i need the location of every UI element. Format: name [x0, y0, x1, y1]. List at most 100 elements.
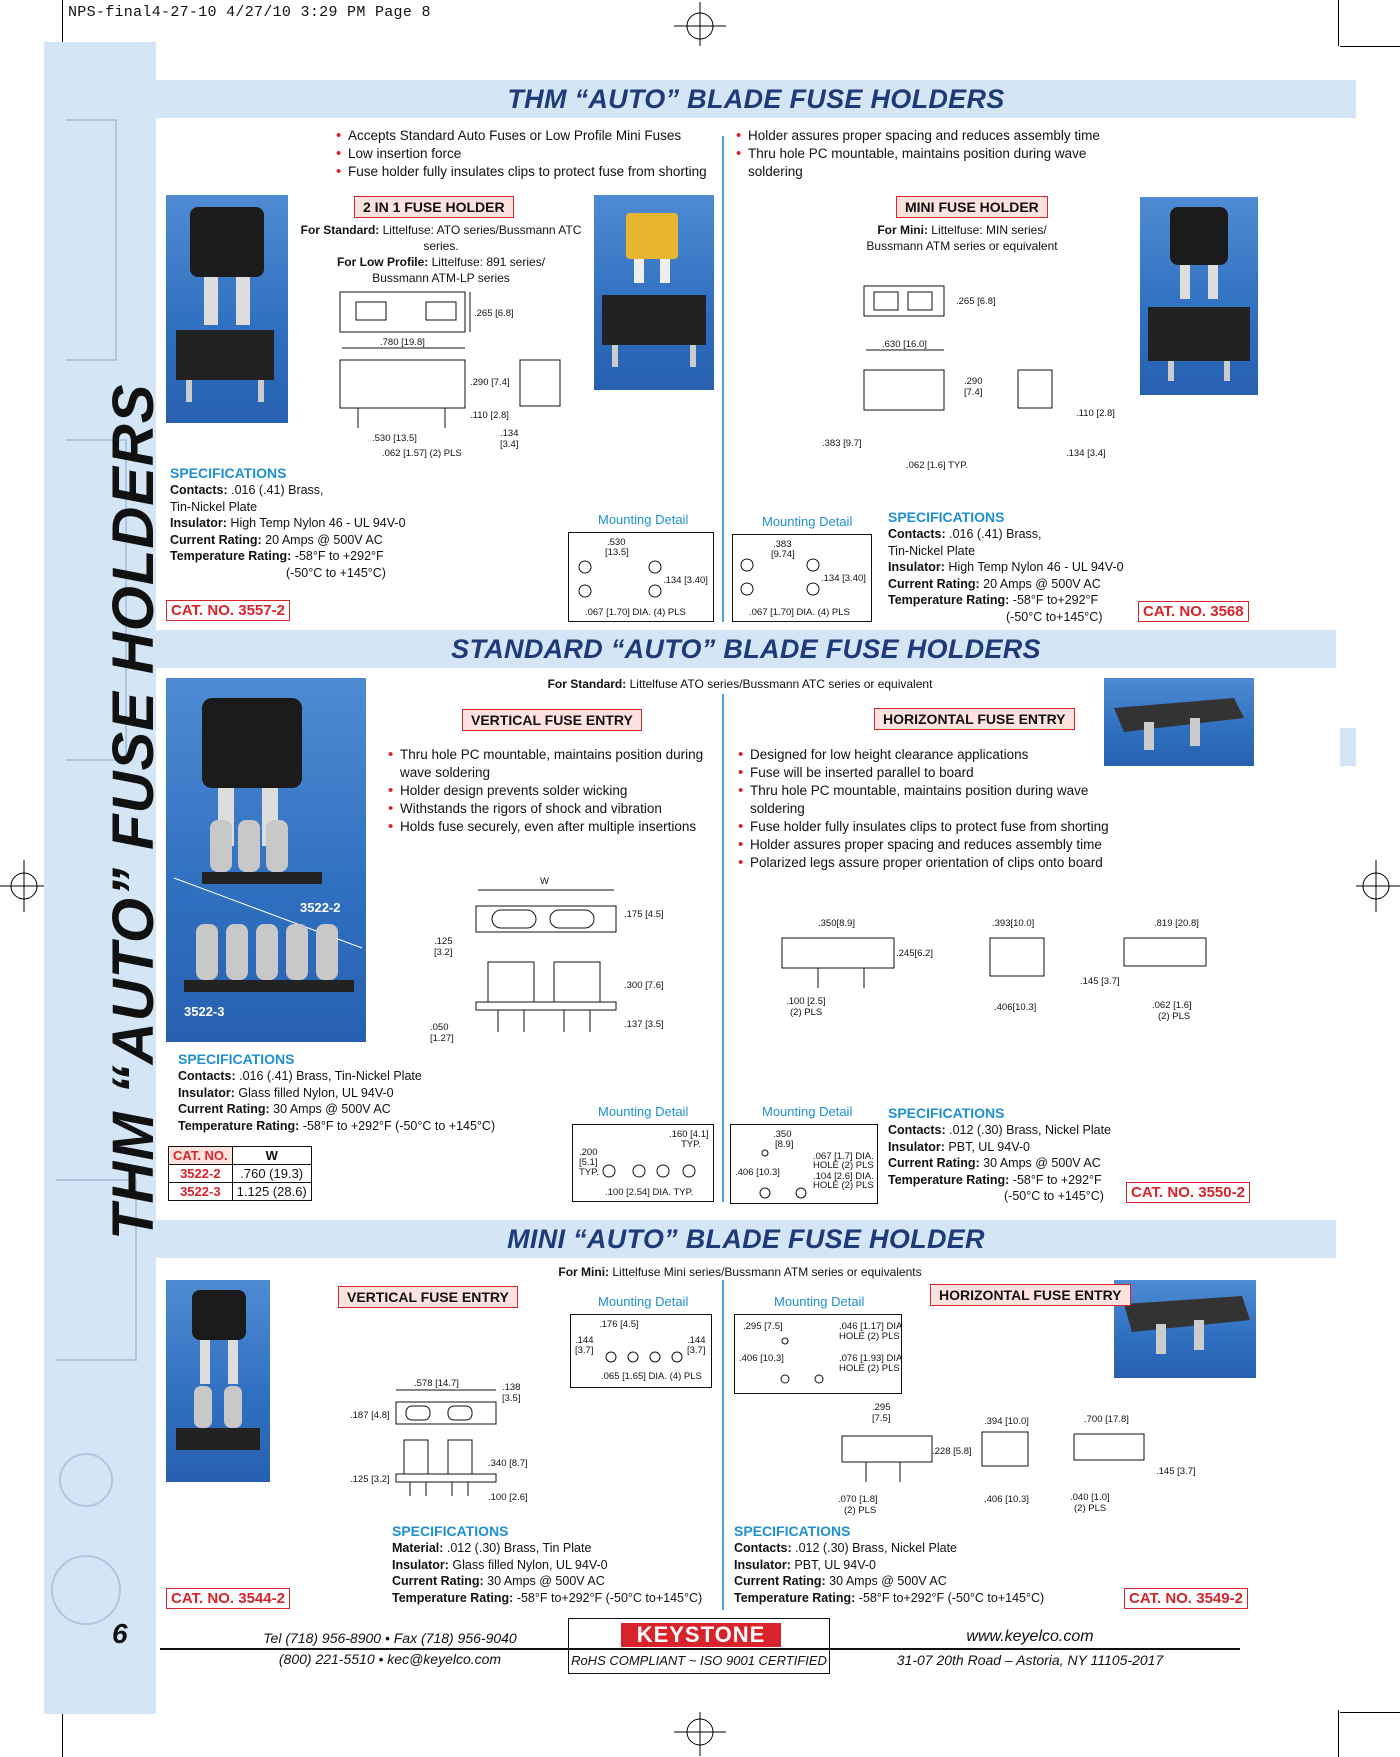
thm-bullets-left: Accepts Standard Auto Fuses or Low Profi…	[334, 127, 714, 181]
side-spine	[44, 42, 156, 1714]
keystone-logo: KEYSTONE	[621, 1623, 781, 1647]
label-2-in-1: 2 IN 1 FUSE HOLDER	[354, 196, 514, 218]
bullet: Fuse holder fully insulates clips to pro…	[736, 818, 1116, 836]
cat-no-3549-2: CAT. NO. 3549-2	[1124, 1588, 1248, 1609]
svg-text:[1.27]: [1.27]	[430, 1033, 454, 1044]
footer-address: 31-07 20th Road – Astoria, NY 11105-2017	[896, 1652, 1164, 1668]
svg-text:.406 [10.3]: .406 [10.3]	[739, 1353, 784, 1364]
svg-text:.100 [2.5]: .100 [2.5]	[786, 996, 826, 1007]
section-title-thm: THM “AUTO” BLADE FUSE HOLDERS	[156, 80, 1356, 118]
svg-text:W: W	[540, 876, 549, 887]
svg-text:.200: .200	[579, 1147, 598, 1158]
column-divider	[722, 694, 724, 1202]
page-number: 6	[112, 1618, 128, 1649]
svg-text:.160 [4.1]: .160 [4.1]	[669, 1129, 709, 1140]
bullet: Fuse holder fully insulates clips to pro…	[334, 163, 714, 181]
svg-text:.144: .144	[687, 1335, 706, 1346]
svg-text:.383: .383	[773, 539, 792, 550]
svg-text:[3.5]: [3.5]	[502, 1393, 521, 1404]
svg-text:.145 [3.7]: .145 [3.7]	[1080, 976, 1120, 987]
bullet: Low insertion force	[334, 145, 714, 163]
svg-text:.265 [6.8]: .265 [6.8]	[956, 296, 996, 307]
spec-3550-2: SPECIFICATIONS Contacts: .012 (.30) Bras…	[888, 1105, 1112, 1203]
section-title-standard: STANDARD “AUTO” BLADE FUSE HOLDERS	[156, 630, 1336, 668]
svg-text:.134 [3.40]: .134 [3.40]	[663, 575, 708, 586]
crop-mark	[1338, 0, 1339, 46]
drawing-horizontal-entry: .350[8.9] .245[6.2] .100 [2.5](2) PLS .3…	[781, 918, 1207, 1022]
bullet: Polarized legs assure proper orientation…	[736, 854, 1116, 872]
svg-text:[7.4]: [7.4]	[964, 387, 983, 398]
svg-text:.062 [1.57] (2) PLS: .062 [1.57] (2) PLS	[382, 448, 462, 459]
mounting-detail-title: Mounting Detail	[762, 1104, 853, 1119]
svg-text:.046 [1.17] DIA.: .046 [1.17] DIA.	[839, 1321, 901, 1332]
mounting-detail-title: Mounting Detail	[598, 1294, 689, 1309]
product-photo-3568	[1140, 197, 1258, 395]
footer-rule	[160, 1648, 1240, 1650]
svg-text:.067 [1.7] DIA.: .067 [1.7] DIA.	[813, 1151, 874, 1162]
drawing-2-in-1: .265 [6.8] .780 [19.8] .290 [7.4] .110 […	[339, 291, 561, 459]
bullet: Holder assures proper spacing and reduce…	[734, 127, 1114, 145]
table-header: CAT. NO.	[168, 1146, 233, 1165]
bullet: Thru hole PC mountable, maintains positi…	[734, 145, 1114, 181]
product-photo-3549-2	[1114, 1280, 1256, 1378]
bullet: Holder design prevents solder wicking	[386, 782, 716, 800]
svg-text:.245[6.2]: .245[6.2]	[896, 948, 933, 959]
svg-text:[13.5]: [13.5]	[605, 547, 629, 558]
svg-text:.110 [2.8]: .110 [2.8]	[1076, 408, 1115, 419]
section-title-mini: MINI “AUTO” BLADE FUSE HOLDER	[156, 1220, 1336, 1258]
svg-text:[8.9]: [8.9]	[775, 1139, 794, 1150]
svg-text:.100 [2.54] DIA. TYP.: .100 [2.54] DIA. TYP.	[605, 1187, 693, 1198]
svg-text:.067 [1.70] DIA. (4) PLS: .067 [1.70] DIA. (4) PLS	[749, 607, 850, 618]
drawing-mini: .265 [6.8] .630 [16.0] .290[7.4] .110 [2…	[822, 285, 1115, 471]
label-vertical-fuse-entry-mini: VERTICAL FUSE ENTRY	[338, 1286, 518, 1308]
product-photo-low-profile	[594, 195, 714, 390]
mounting-detail-title: Mounting Detail	[774, 1294, 865, 1309]
svg-text:.780 [19.8]: .780 [19.8]	[380, 337, 425, 348]
product-photo-3522: 3522-2 3522-3	[166, 678, 366, 1042]
certification-text: RoHS COMPLIANT ~ ISO 9001 CERTIFIED	[571, 1653, 827, 1668]
bullet: Thru hole PC mountable, maintains positi…	[736, 782, 1116, 818]
edge-tab	[1340, 728, 1356, 766]
svg-text:.340 [8.7]: .340 [8.7]	[488, 1458, 528, 1469]
svg-text:.125 [3.2]: .125 [3.2]	[350, 1474, 390, 1485]
thm-bullets-right: Holder assures proper spacing and reduce…	[734, 127, 1114, 181]
mounting-detail-title: Mounting Detail	[598, 1104, 689, 1119]
svg-text:.176 [4.5]: .176 [4.5]	[599, 1319, 639, 1330]
svg-text:.104 [2.6] DIA.: .104 [2.6] DIA.	[813, 1171, 874, 1182]
svg-text:(2) PLS: (2) PLS	[844, 1505, 876, 1516]
svg-text:HOLE (2) PLS: HOLE (2) PLS	[839, 1331, 900, 1342]
svg-text:.144: .144	[575, 1335, 594, 1346]
bullet: Withstands the rigors of shock and vibra…	[386, 800, 716, 818]
svg-text:[3.2]: [3.2]	[434, 947, 453, 958]
registration-mark	[0, 860, 44, 912]
svg-text:.295: .295	[872, 1402, 891, 1413]
spec-3522: SPECIFICATIONS Contacts: .016 (.41) Bras…	[178, 1051, 496, 1133]
note-2-in-1: For Standard: Littelfuse: ATO series/Bus…	[300, 223, 582, 285]
mounting-detail-title: Mounting Detail	[762, 514, 853, 529]
crop-mark	[62, 1710, 63, 1757]
mounting-detail-title: Mounting Detail	[598, 512, 689, 527]
cat-no-3568: CAT. NO. 3568	[1138, 601, 1249, 622]
svg-text:(2) PLS: (2) PLS	[1074, 1503, 1106, 1514]
svg-text:.125: .125	[434, 936, 453, 947]
svg-text:.406 [10.3]: .406 [10.3]	[984, 1494, 1029, 1505]
spec-3549-2: SPECIFICATIONS Contacts: .012 (.30) Bras…	[734, 1523, 1045, 1605]
photo-label: 3522-2	[300, 900, 341, 915]
photo-label: 3522-3	[184, 1004, 225, 1019]
svg-text:[7.5]: [7.5]	[872, 1413, 891, 1424]
table-row: 3522-2.760 (19.3)	[168, 1164, 312, 1183]
svg-text:.110 [2.8]: .110 [2.8]	[470, 410, 509, 421]
bullet: Holder assures proper spacing and reduce…	[736, 836, 1116, 854]
svg-text:TYP.: TYP.	[579, 1167, 599, 1178]
crop-mark	[1340, 1712, 1400, 1713]
label-mini-fuse-holder: MINI FUSE HOLDER	[896, 196, 1048, 218]
bullet: Fuse will be inserted parallel to board	[736, 764, 1116, 782]
footer-website[interactable]: www.keyelco.com	[966, 1628, 1094, 1645]
crop-mark	[1338, 1710, 1339, 1757]
product-photo-3544-2	[166, 1280, 270, 1482]
drawing-mini-horizontal: .295[7.5] .228 [5.8] .070 [1.8](2) PLS .…	[838, 1402, 1196, 1516]
column-divider	[722, 136, 724, 622]
bullet: Holds fuse securely, even after multiple…	[386, 818, 716, 836]
svg-text:.406 [10.3]: .406 [10.3]	[735, 1167, 780, 1178]
